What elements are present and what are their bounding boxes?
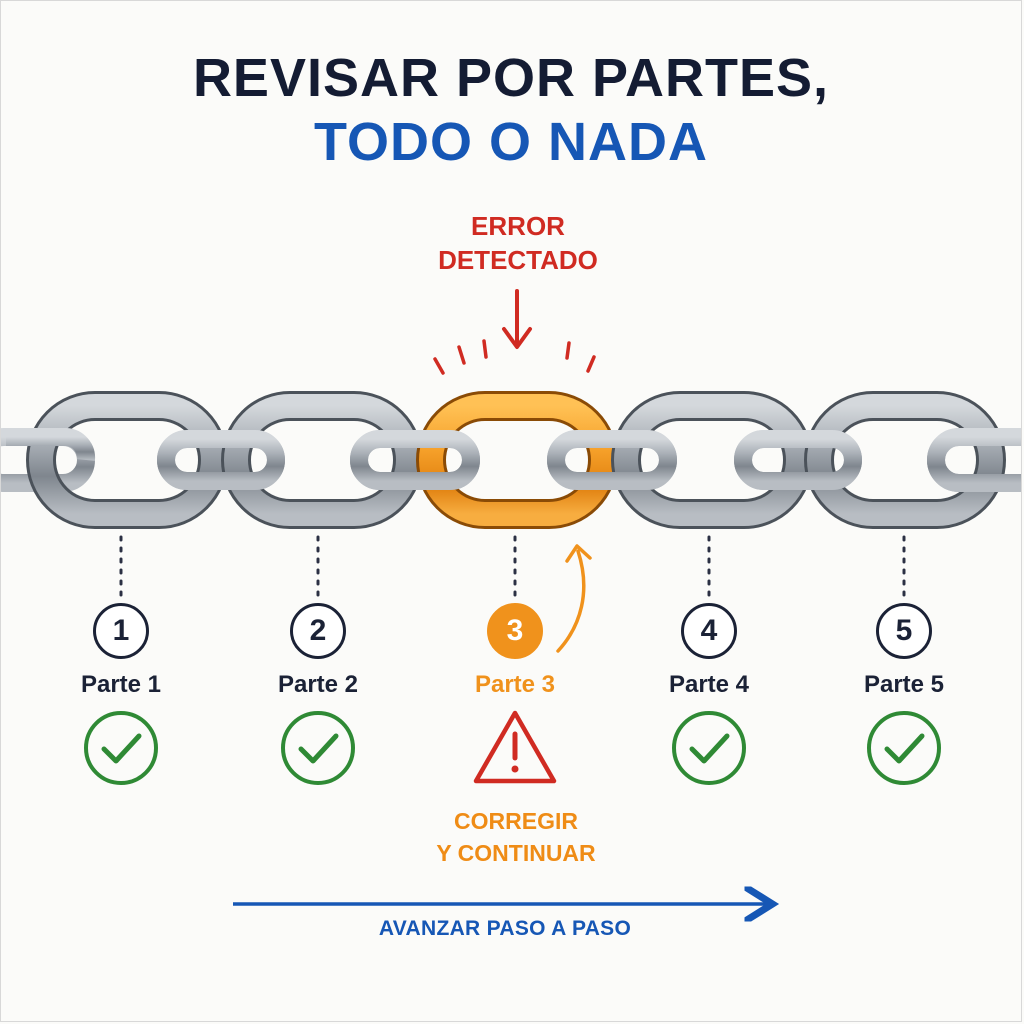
part-label-2: Parte 2 [277, 671, 359, 698]
fix-action-label: CORREGIR Y CONTINUAR [406, 805, 626, 869]
part-number-3: 3 [487, 603, 543, 659]
part-number-4: 4 [681, 603, 737, 659]
part-label-1: Parte 1 [80, 671, 162, 698]
warning-icon [473, 710, 557, 784]
alert-burst-icon [433, 339, 596, 375]
dotted-leaders [119, 535, 906, 599]
fix-action-line-1: CORREGIR [454, 808, 578, 834]
check-icon [672, 711, 746, 785]
chain-link-5 [804, 391, 1006, 529]
error-callout-line-1: ERROR [471, 211, 565, 241]
fix-return-arrow [556, 544, 592, 653]
title-line-2: TODO O NADA [313, 112, 708, 172]
part-label-4: Parte 4 [668, 671, 750, 698]
error-arrow [502, 289, 532, 349]
connector-links-front [6, 428, 1021, 492]
error-callout: ERROR DETECTADO [413, 209, 623, 277]
error-callout-line-2: DETECTADO [438, 245, 598, 275]
fix-action-line-2: Y CONTINUAR [436, 840, 596, 866]
title-line-1: REVISAR POR PARTES, [192, 48, 830, 108]
chain-link-1 [26, 391, 228, 529]
progress-label: AVANZAR PASO A PASO [378, 917, 632, 940]
part-label-5: Parte 5 [863, 671, 945, 698]
chain-link-3-highlighted [416, 391, 618, 529]
part-number-1: 1 [93, 603, 149, 659]
part-number-2: 2 [290, 603, 346, 659]
part-number-5: 5 [876, 603, 932, 659]
part-label-3: Parte 3 [474, 671, 556, 698]
check-icon [867, 711, 941, 785]
chain-link-2 [221, 391, 423, 529]
connector-links [1, 428, 1021, 492]
check-icon [281, 711, 355, 785]
check-icon [84, 711, 158, 785]
chain-link-4 [611, 391, 813, 529]
